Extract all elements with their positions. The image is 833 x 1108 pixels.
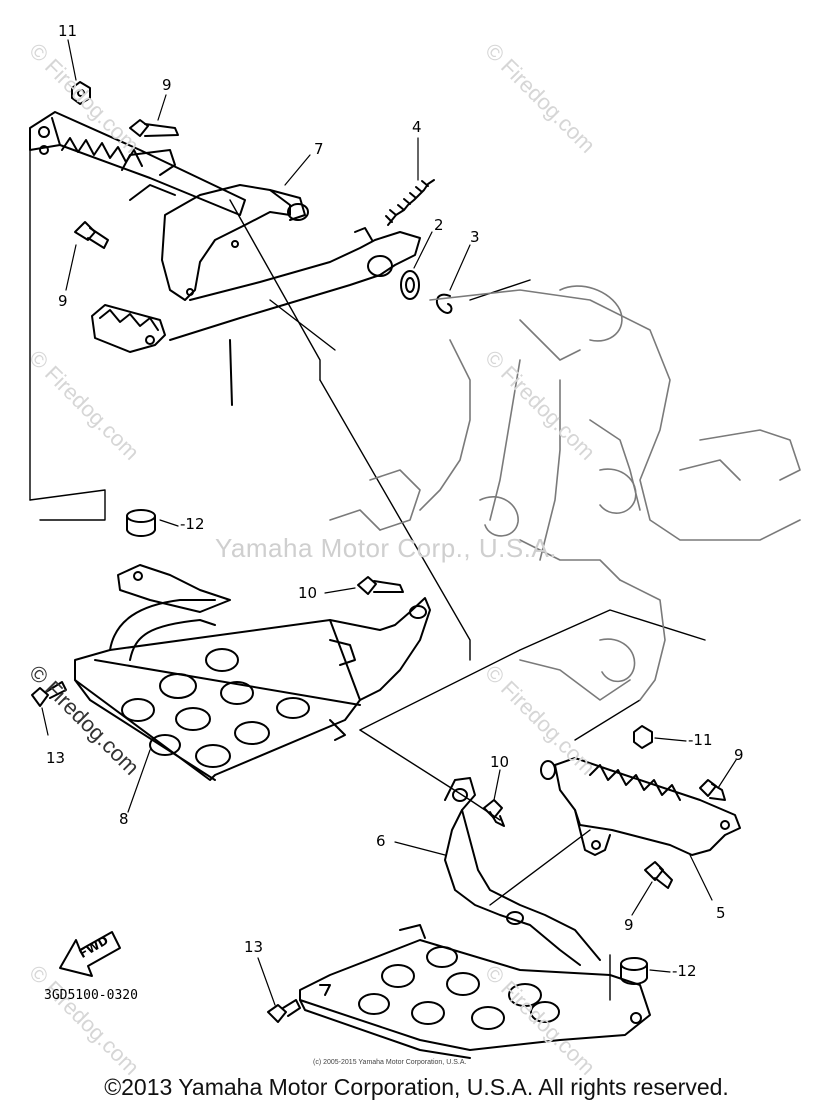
callout-2: 2 (434, 216, 444, 234)
frame-ghost (329, 285, 801, 701)
fwd-arrow (59, 931, 121, 977)
callout-12: -12 (672, 962, 697, 980)
copyright-footer: ©2013 Yamaha Motor Corporation, U.S.A. A… (104, 1074, 729, 1100)
footrest-bracket-right (540, 757, 741, 856)
footrest-bracket-upper (29, 111, 246, 216)
callout-4: 4 (412, 118, 422, 136)
bolt-13-left (31, 681, 67, 707)
footrest-plate-left (74, 564, 361, 781)
callout-5: 5 (716, 904, 726, 922)
footrest-plate-right (299, 924, 651, 1059)
damper-12-low (620, 957, 648, 985)
circlip (435, 293, 453, 314)
nut-11-right (633, 725, 653, 749)
bolt-9-low (644, 861, 673, 889)
callout-9: 9 (734, 746, 744, 764)
callout-13: 13 (244, 938, 264, 956)
return-spring (385, 179, 435, 226)
callout-7: 7 (314, 140, 324, 158)
callout-10: 10 (298, 584, 318, 602)
callout-10: 10 (490, 753, 510, 771)
washer-hole (405, 277, 415, 293)
watermark-center: Yamaha Motor Corp., U.S.A. (215, 533, 557, 563)
damper-12-top (126, 509, 156, 537)
callout-12: -12 (180, 515, 205, 533)
bolt-13-low (267, 999, 301, 1023)
callout-9: 9 (162, 76, 172, 94)
callout-9: 9 (624, 916, 634, 934)
callout-3: 3 (470, 228, 480, 246)
callout-9: 9 (58, 292, 68, 310)
callout-11: -11 (688, 731, 713, 749)
guide-lines (29, 149, 706, 1001)
callout-6: 6 (376, 832, 386, 850)
bolt-9-left (74, 221, 109, 249)
callout-11: 11 (58, 22, 78, 40)
callout-13: 13 (46, 749, 66, 767)
bolt-10-low (483, 799, 505, 827)
leader-lines (41, 39, 737, 1006)
brake-pedal (91, 184, 421, 406)
diagram-code: 3GD5100-0320 (44, 988, 138, 1003)
footrest-arm-right (444, 777, 601, 966)
callout-8: 8 (119, 810, 129, 828)
bolt-10-mid (357, 576, 404, 595)
footrest-arm-left (109, 597, 431, 701)
nut-11-upper (71, 81, 91, 105)
small-copyright: (c) 2005-2015 Yamaha Motor Corporation, … (313, 1059, 467, 1066)
bolt-9-upper (129, 119, 179, 137)
bolt-9-right (699, 779, 726, 801)
washer (400, 270, 420, 300)
